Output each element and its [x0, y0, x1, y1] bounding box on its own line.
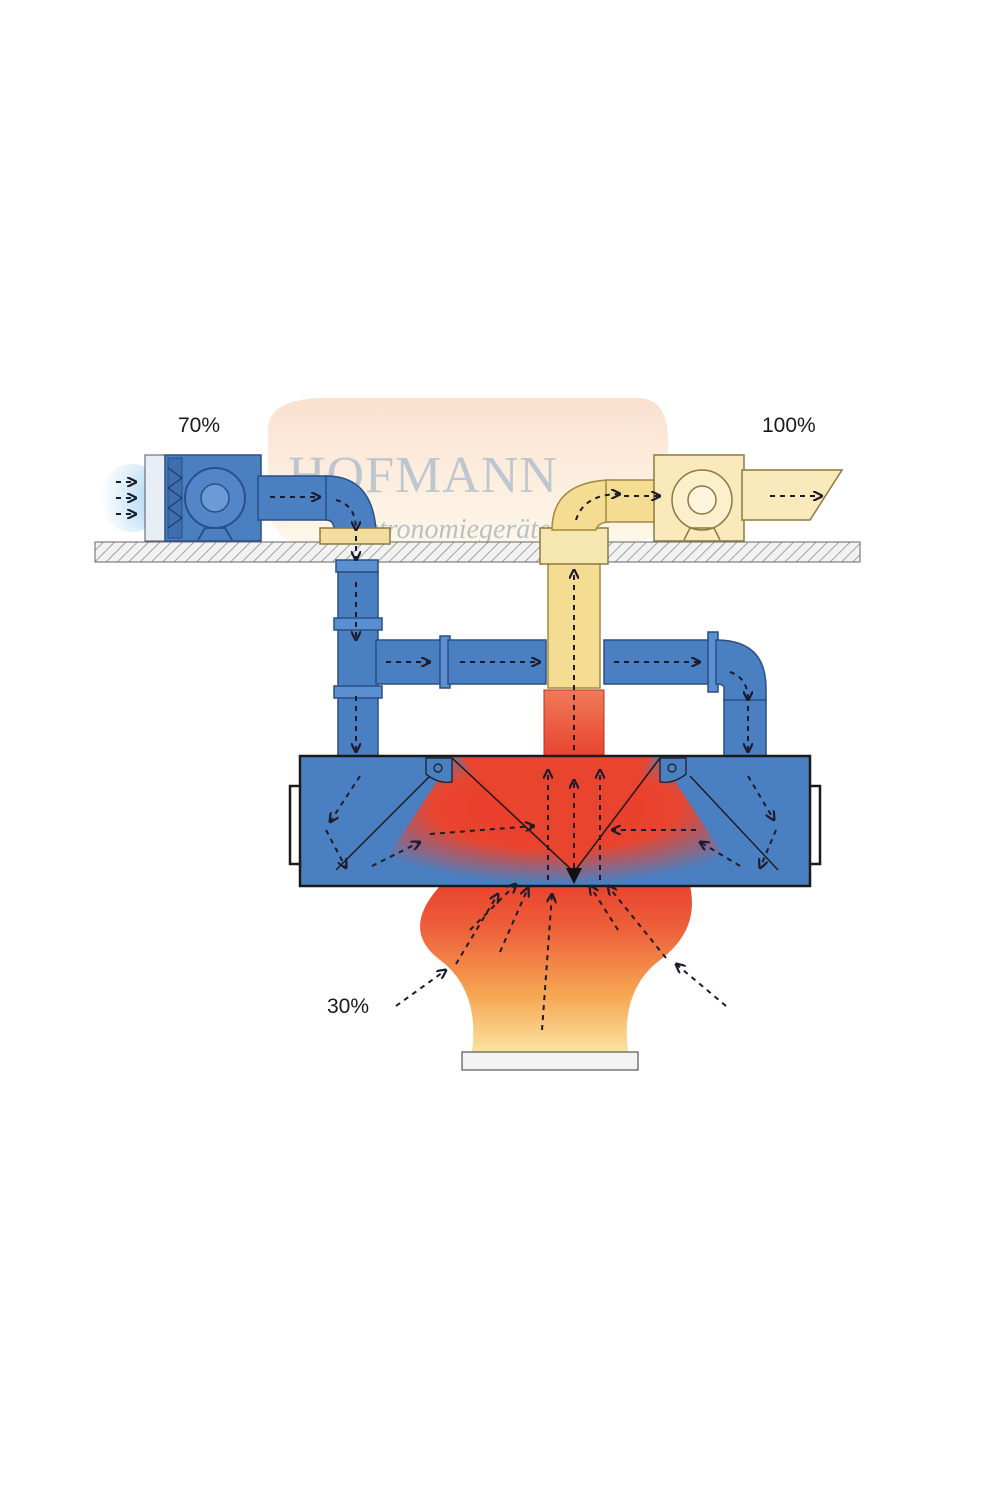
induced-air-arrow [676, 964, 727, 1007]
hood-supply-arrow [747, 775, 774, 820]
watermark: HOFMANN gastronomiegeräte [268, 398, 668, 550]
supply-flow-arrow [335, 499, 356, 530]
induced-air-arrow [455, 894, 498, 965]
hood-supply-arrow [760, 829, 777, 868]
induced-air-arrow [590, 886, 619, 931]
induced-air-arrow [499, 888, 528, 953]
supply-duct [257, 475, 767, 759]
heat-plume [420, 886, 692, 1052]
induced-air-percentage: 30% [327, 995, 370, 1018]
supply-air-percentage: 70% [178, 414, 221, 437]
exhaust-rise-arrow [575, 494, 620, 521]
exhaust-fan [653, 454, 844, 542]
exhaust-air-percentage: 100% [762, 414, 816, 437]
supply-fan [100, 454, 262, 542]
induced-air-arrow [541, 894, 552, 1031]
induced-air-arrow [395, 970, 446, 1007]
hood-recirc-arrow [371, 842, 420, 867]
hood-recirc-arrow [700, 842, 741, 867]
airflow-arrows [116, 482, 822, 1031]
hood-recirc-arrow [429, 826, 534, 835]
exhaust-hood [288, 754, 822, 888]
cooking-appliance [461, 1051, 639, 1071]
induced-air-arrow [469, 884, 516, 931]
supply-flow-arrow [729, 671, 748, 700]
hood-supply-arrow [325, 829, 346, 868]
roof-slab [94, 541, 861, 563]
